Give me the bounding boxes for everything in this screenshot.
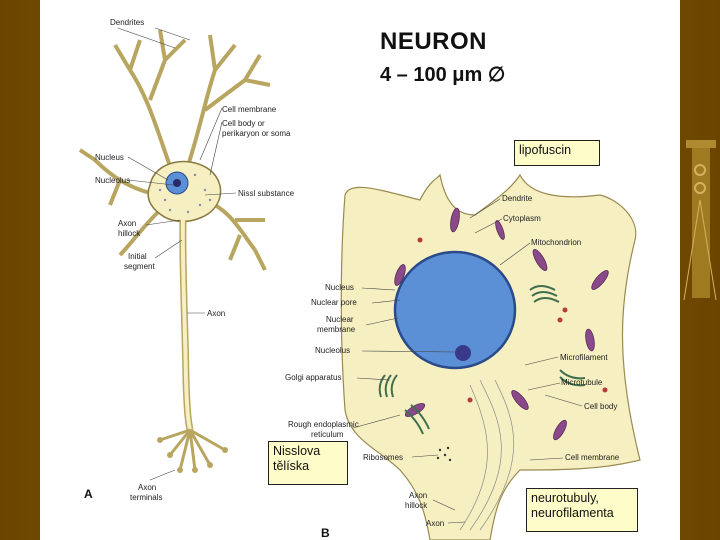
label-microtubule: Microtubule	[561, 378, 603, 387]
label-golgi-apparatus: Golgi apparatus	[285, 373, 341, 382]
callout-lipofuscin: lipofuscin	[514, 140, 600, 166]
label-cytoplasm: Cytoplasm	[503, 214, 541, 223]
label-initial-segment-1: Initial	[128, 252, 147, 261]
label-axon-b: Axon	[426, 519, 444, 528]
label-nuclear-membrane-1: Nuclear	[326, 315, 354, 324]
label-cell-body-b: Cell body	[584, 402, 617, 411]
label-mitochondrion: Mitochondrion	[531, 238, 581, 247]
label-cell-membrane-b: Cell membrane	[565, 453, 620, 462]
slide-subtitle: 4 – 100 μm ∅	[380, 64, 506, 86]
leader-lines-b	[352, 198, 583, 524]
callout-neurotubules: neurotubuly, neurofilamenta	[526, 488, 638, 532]
label-axon-hillock-b-1: Axon	[409, 491, 427, 500]
labels-a: Dendrites Cell membrane Cell body or per…	[84, 18, 295, 502]
label-nucleus-b: Nucleus	[325, 283, 354, 292]
label-microfilament: Microfilament	[560, 353, 608, 362]
label-cell-body-1: Cell body or	[222, 119, 265, 128]
label-cell-body-2: perikaryon or soma	[222, 129, 291, 138]
label-axon-hillock-b-2: hillock	[405, 501, 428, 510]
label-rer-2: reticulum	[311, 430, 344, 439]
figure-letter-b: B	[321, 526, 330, 540]
label-axon-terminals-2: terminals	[130, 493, 162, 502]
labels-b: Dendrite Cytoplasm Mitochondrion Nucleus…	[285, 194, 620, 540]
neuron-a-drawing	[78, 29, 271, 473]
label-nuclear-pore: Nuclear pore	[311, 298, 357, 307]
figure-letter-a: A	[84, 487, 93, 501]
label-axon-hillock-a-1: Axon	[118, 219, 136, 228]
label-axon-terminals-1: Axon	[138, 483, 156, 492]
callout-nissl-bodies: Nisslova tělíska	[268, 441, 348, 485]
label-nucleolus-a: Nucleolus	[95, 176, 130, 185]
leader-lines-a	[117, 27, 237, 481]
label-cell-membrane-a: Cell membrane	[222, 105, 277, 114]
label-dendrites: Dendrites	[110, 18, 144, 27]
slide-title: NEURON	[380, 28, 488, 55]
label-nissl-substance: Nissl substance	[238, 189, 295, 198]
neuron-b-drawing	[340, 173, 641, 540]
label-rer-1: Rough endoplasmic	[288, 420, 359, 429]
label-nucleolus-b: Nucleolus	[315, 346, 350, 355]
column-ornament-icon	[683, 140, 717, 301]
label-initial-segment-2: segment	[124, 262, 155, 271]
label-dendrite-b: Dendrite	[502, 194, 533, 203]
label-nucleus-a: Nucleus	[95, 153, 124, 162]
label-nuclear-membrane-2: membrane	[317, 325, 356, 334]
label-axon-a: Axon	[207, 309, 225, 318]
label-axon-hillock-a-2: hillock	[118, 229, 141, 238]
label-ribosomes: Ribosomes	[363, 453, 403, 462]
